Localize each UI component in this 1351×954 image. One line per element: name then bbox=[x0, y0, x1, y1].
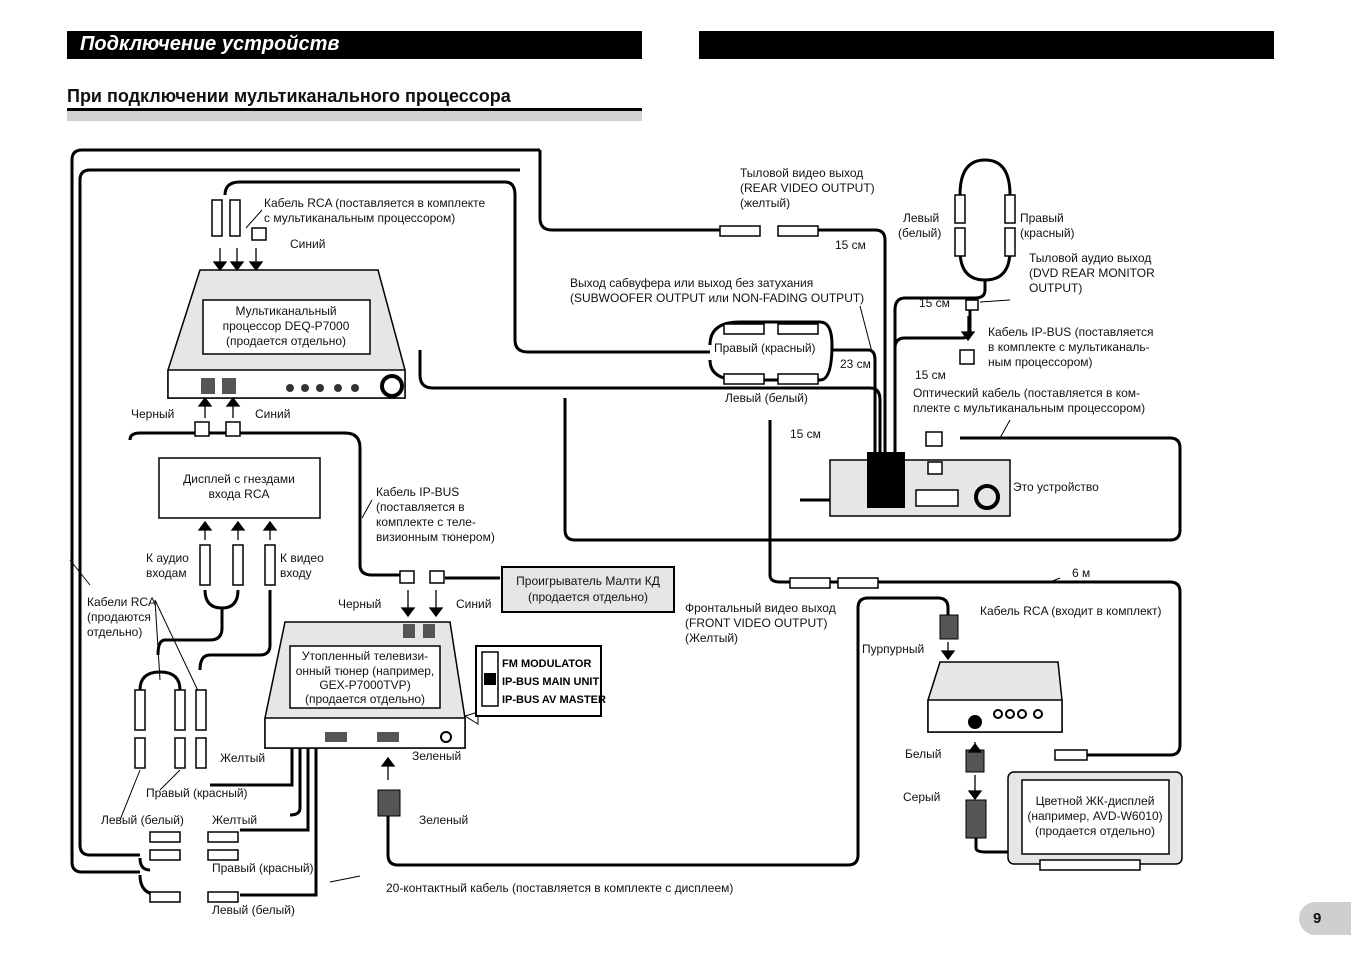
lcd-label-1: Цветной ЖК-дисплей bbox=[1036, 794, 1155, 808]
head-unit bbox=[829, 452, 1011, 517]
label-len-rear-video: 15 см bbox=[835, 238, 866, 252]
cables bbox=[70, 148, 1182, 897]
label-audio-in-2: входам bbox=[146, 566, 187, 580]
switch-mode-main: IP-BUS MAIN UNIT bbox=[502, 676, 599, 688]
switch-mode-av: IP-BUS AV MASTER bbox=[502, 694, 606, 706]
page-title: Подключение устройств bbox=[80, 33, 340, 55]
plug-connectors bbox=[134, 194, 1088, 903]
section-title: При подключении мультиканального процесс… bbox=[67, 86, 511, 106]
label-video-in-2: входу bbox=[280, 566, 312, 580]
head-unit-label: Это устройство bbox=[1013, 480, 1099, 494]
tuner-label-2: онный тюнер (например, bbox=[296, 664, 435, 678]
multi-cd-label-1: Проигрыватель Малти КД bbox=[516, 574, 660, 588]
label-optical-1: Оптический кабель (поставляется в ком- bbox=[913, 386, 1140, 400]
section-rule bbox=[67, 108, 642, 111]
label-blue-tuner: Синий bbox=[456, 597, 491, 611]
header-bar-left bbox=[67, 31, 642, 59]
multi-cd-label-2: (продается отдельно) bbox=[528, 590, 648, 604]
label-sub-out-2: (SUBWOOFER OUTPUT или NON-FADING OUTPUT) bbox=[570, 291, 864, 305]
processor-label-1: Мультиканальный bbox=[235, 304, 336, 318]
label-left-white-bottom: Левый (белый) bbox=[101, 813, 184, 827]
label-gray: Серый bbox=[903, 790, 940, 804]
label-rear-video-2: (REAR VIDEO OUTPUT) bbox=[740, 181, 875, 195]
block-connectors bbox=[377, 614, 987, 839]
label-ipbus-tuner-3: комплекте с теле- bbox=[376, 515, 476, 529]
label-green-tuner: Зеленый bbox=[412, 749, 461, 763]
label-black-tuner: Черный bbox=[338, 597, 381, 611]
label-blue-top: Синий bbox=[290, 237, 325, 251]
label-front-video-3: (Желтый) bbox=[685, 631, 738, 645]
lcd-label-2: (например, AVD-W6010) bbox=[1027, 809, 1162, 823]
leader-lines bbox=[69, 209, 1061, 883]
multichannel-processor bbox=[167, 269, 406, 399]
label-right-red-bottom: Правый (красный) bbox=[146, 786, 248, 800]
processor-label-3: (продается отдельно) bbox=[226, 334, 346, 348]
switch-knob bbox=[484, 673, 496, 685]
page-number: 9 bbox=[1299, 902, 1351, 935]
label-ipbus-proc-3: ным процессором) bbox=[988, 355, 1093, 369]
label-rear-video-1: Тыловой видео выход bbox=[740, 166, 863, 180]
label-ipbus-proc-1: Кабель IP-BUS (поставляется bbox=[988, 325, 1154, 339]
label-blue-proc: Синий bbox=[255, 407, 290, 421]
label-black-proc: Черный bbox=[131, 407, 174, 421]
label-purple: Пурпурный bbox=[862, 642, 924, 656]
tuner-label-3: GEX-P7000TVP) bbox=[319, 678, 410, 692]
label-rear-audio-2: (DVD REAR MONITOR bbox=[1029, 266, 1155, 280]
label-yellow-tuner: Желтый bbox=[220, 751, 265, 765]
label-ipbus-tuner-2: (поставляется в bbox=[376, 500, 465, 514]
label-rca-proc-2: с мультиканальным процессором) bbox=[264, 211, 455, 225]
label-video-in-1: К видео bbox=[280, 551, 324, 565]
label-rca-proc-1: Кабель RCA (поставляется в комплекте bbox=[264, 196, 485, 210]
label-len-audio: 15 см bbox=[919, 296, 950, 310]
rca-display-box bbox=[158, 457, 321, 519]
lcd-label-3: (продается отдельно) bbox=[1035, 824, 1155, 838]
rca-display-label-1: Дисплей с гнездами bbox=[183, 472, 295, 486]
label-len-23: 23 см bbox=[840, 357, 871, 371]
label-left-2: (белый) bbox=[898, 226, 941, 240]
arrows bbox=[197, 248, 983, 801]
label-right-1: Правый bbox=[1020, 211, 1064, 225]
label-rca-cables-2: (продаются bbox=[87, 610, 151, 624]
switch-callout bbox=[463, 711, 479, 725]
label-left-white-bottom-2: Левый (белый) bbox=[212, 903, 295, 917]
tuner-label-1: Утопленный телевизи- bbox=[302, 649, 428, 663]
label-audio-in-1: К аудио bbox=[146, 551, 189, 565]
label-rca-cables-3: отдельно) bbox=[87, 625, 142, 639]
header-bar-right bbox=[699, 31, 1274, 59]
lcd-control-unit bbox=[927, 661, 1063, 733]
label-len-head: 15 см bbox=[790, 427, 821, 441]
tv-tuner bbox=[264, 621, 466, 749]
label-rear-audio-1: Тыловой аудио выход bbox=[1029, 251, 1151, 265]
label-rca-included: Кабель RCA (входит в комплект) bbox=[980, 604, 1162, 618]
label-right-2: (красный) bbox=[1020, 226, 1075, 240]
label-len-6m: 6 м bbox=[1072, 566, 1090, 580]
label-rear-audio-3: OUTPUT) bbox=[1029, 281, 1082, 295]
label-rca-cables-1: Кабели RCA bbox=[87, 595, 156, 609]
label-green-plug: Зеленый bbox=[419, 813, 468, 827]
label-len-ipbus: 15 см bbox=[915, 368, 946, 382]
label-ipbus-proc-2: в комплекте с мультиканаль- bbox=[988, 340, 1150, 354]
label-right-red-bottom-2: Правый (красный) bbox=[212, 861, 314, 875]
label-sub-out-1: Выход сабвуфера или выход без затухания bbox=[570, 276, 813, 290]
label-sub-left: Левый (белый) bbox=[725, 391, 808, 405]
label-rear-video-3: (желтый) bbox=[740, 196, 790, 210]
label-20pin-cable: 20-контактный кабель (поставляется в ком… bbox=[386, 881, 733, 895]
rca-display-label-2: входа RCA bbox=[209, 487, 270, 501]
label-ipbus-tuner-1: Кабель IP-BUS bbox=[376, 485, 459, 499]
switch-mode-fm: FM MODULATOR bbox=[502, 658, 591, 670]
tuner-label-4: (продается отдельно) bbox=[305, 692, 425, 706]
label-ipbus-tuner-4: визионным тюнером) bbox=[376, 530, 495, 544]
multi-cd-box bbox=[501, 566, 675, 613]
label-white: Белый bbox=[905, 747, 941, 761]
label-optical-2: плекте с мультиканальным процессором) bbox=[913, 401, 1145, 415]
processor-label-2: процессор DEQ-P7000 bbox=[223, 319, 350, 333]
label-yellow-bottom: Желтый bbox=[212, 813, 257, 827]
label-sub-right: Правый (красный) bbox=[714, 341, 816, 355]
label-left-1: Левый bbox=[903, 211, 939, 225]
section-rule-shade bbox=[67, 111, 642, 121]
label-front-video-1: Фронтальный видео выход bbox=[685, 601, 836, 615]
lcd-monitor bbox=[1007, 771, 1183, 871]
label-front-video-2: (FRONT VIDEO OUTPUT) bbox=[685, 616, 827, 630]
